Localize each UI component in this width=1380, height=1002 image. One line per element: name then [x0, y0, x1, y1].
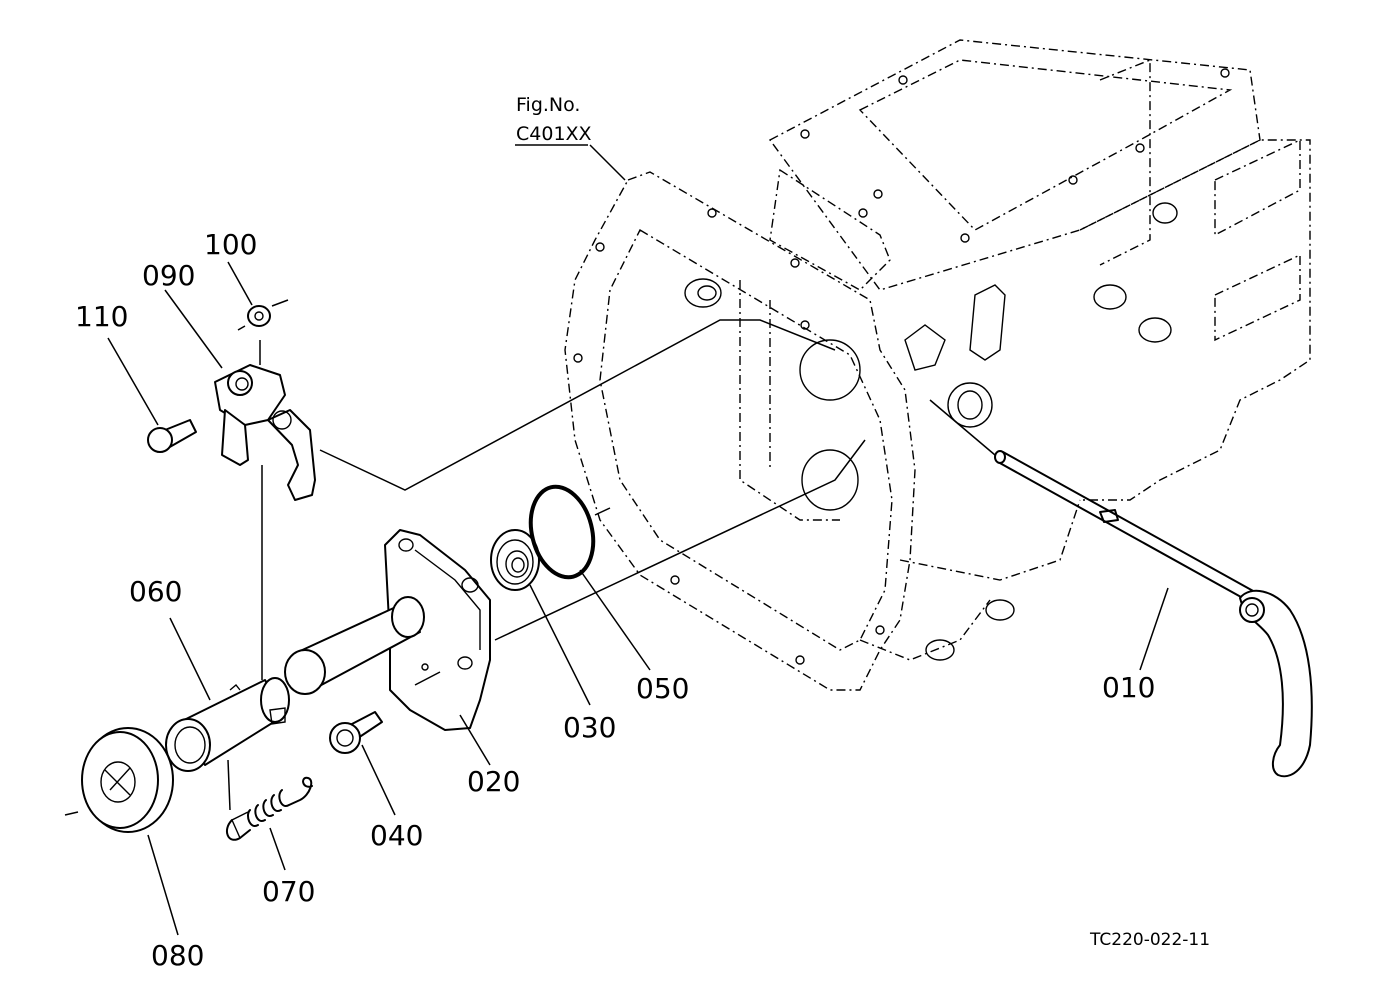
figure-number-label: Fig.No.	[516, 94, 580, 116]
o-ring-050	[528, 484, 596, 580]
leader-lines	[107, 144, 1169, 936]
callout-100[interactable]: 100	[204, 228, 257, 261]
release-fork-090	[214, 364, 316, 501]
figure-number-code: C401XX	[516, 123, 592, 145]
callout-050[interactable]: 050	[636, 672, 689, 705]
assembly-lines	[64, 299, 996, 816]
bolt-110	[147, 419, 197, 453]
callout-090[interactable]: 090	[142, 259, 195, 292]
release-bearing-080	[81, 727, 174, 833]
callout-020[interactable]: 020	[467, 765, 520, 798]
release-hub-060	[165, 677, 290, 772]
drawing-reference: TC220-022-11	[1089, 930, 1210, 950]
callout-060[interactable]: 060	[129, 575, 182, 608]
callout-110[interactable]: 110	[75, 300, 128, 333]
callout-030[interactable]: 030	[563, 711, 616, 744]
spring-070	[225, 776, 313, 841]
bearing-030	[490, 529, 540, 591]
transmission-housing	[564, 39, 1311, 691]
callout-080[interactable]: 080	[151, 939, 204, 972]
washer-100	[247, 305, 271, 327]
release-guide-020	[284, 529, 491, 731]
bolt-040	[329, 711, 383, 754]
callout-010[interactable]: 010	[1102, 671, 1155, 704]
callout-070[interactable]: 070	[262, 875, 315, 908]
shaft-010	[994, 450, 1313, 778]
callout-040[interactable]: 040	[370, 819, 423, 852]
